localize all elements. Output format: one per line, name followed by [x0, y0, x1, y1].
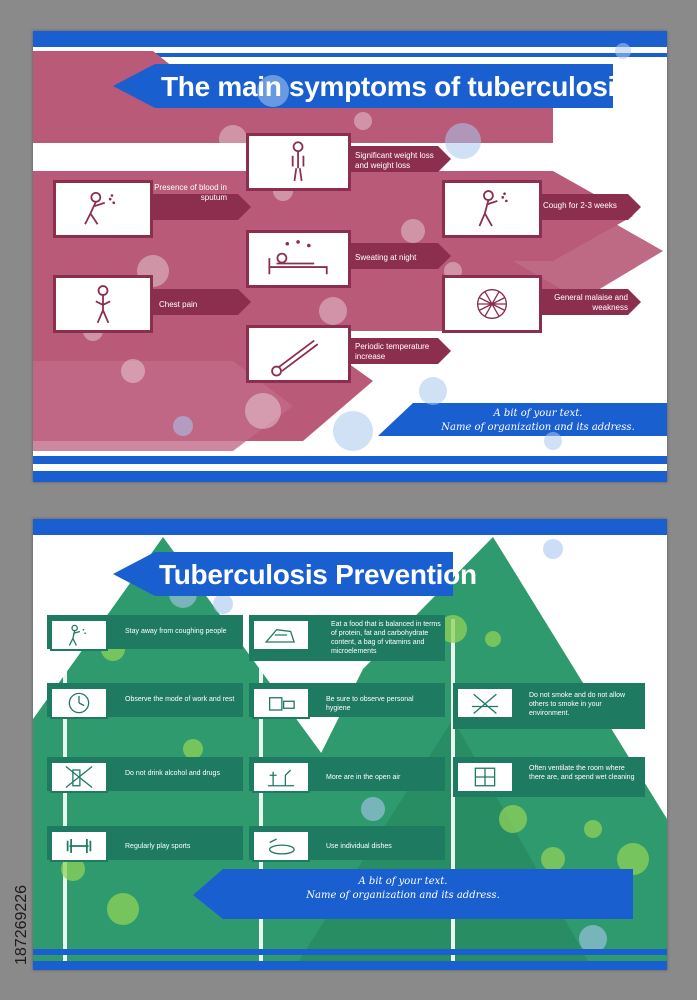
prevention-label-ventilate: Often ventilate the room where there are… — [529, 765, 635, 781]
tangled-ball-icon — [476, 288, 508, 320]
coughing-person-icon — [478, 190, 508, 227]
clock-icon — [68, 692, 90, 714]
thermometer-icon — [271, 339, 319, 377]
symptoms-footer-line1: A bit of your text. — [493, 408, 583, 419]
symptom-label-malaise: General malaise and weakness — [554, 293, 628, 312]
symptom-box-blood — [53, 180, 153, 238]
symptom-box-temp — [246, 325, 351, 383]
prevention-box-dishes — [252, 830, 310, 862]
prevention-poster: Tuberculosis Prevention Stay away from c… — [33, 519, 667, 970]
prevention-footer-line2: Name of organization and its address. — [306, 890, 500, 901]
stock-id-watermark: 187269226 — [13, 885, 30, 965]
prevention-label-alcohol: Do not drink alcohol and drugs — [125, 770, 220, 777]
prevention-box-food — [252, 619, 310, 651]
symptom-box-sweat — [246, 230, 351, 288]
symptom-box-weight — [246, 133, 351, 191]
no-alcohol-icon — [65, 765, 93, 789]
coughing-person-icon — [68, 624, 86, 646]
prevention-label-dishes: Use individual dishes — [326, 843, 392, 850]
no-smoking-icon — [471, 693, 499, 715]
symptom-label-temp: Periodic temperature increase — [355, 342, 430, 361]
prevention-box-hygiene — [252, 687, 310, 719]
sweating-in-bed-icon — [268, 240, 328, 275]
dishes-icon — [268, 838, 295, 855]
prevention-box-away — [50, 619, 108, 651]
symptom-label-sweat: Sweating at night — [355, 253, 417, 262]
dumbbell-icon — [66, 839, 92, 853]
coughing-blood-icon — [84, 191, 116, 225]
prevention-label-food: Eat a food that is balanced in terms of … — [331, 621, 441, 655]
prevention-label-hygiene: Be sure to observe personal hygiene — [326, 696, 414, 712]
prevention-box-air — [252, 761, 310, 793]
symptom-label-cough: Cough for 2-3 weeks — [543, 201, 617, 210]
symptoms-footer: A bit of your text. Name of organization… — [433, 407, 643, 435]
symptom-box-malaise — [442, 275, 542, 333]
prevention-box-sport — [50, 830, 108, 862]
prevention-label-air: More are in the open air — [326, 774, 401, 781]
stock-id-text: 187269226 — [13, 885, 30, 965]
prevention-label-away: Stay away from coughing people — [125, 628, 227, 635]
symptom-box-cough — [442, 180, 542, 238]
symptoms-title: The main symptoms of tuberculosis — [161, 71, 631, 102]
prevention-box-alcohol — [50, 761, 108, 793]
prevention-box-ventilate — [456, 761, 514, 793]
symptom-label-chest: Chest pain — [159, 300, 198, 309]
prevention-label-smoke: Do not smoke and do not allow others to … — [529, 692, 626, 717]
symptoms-footer-line2: Name of organization and its address. — [441, 422, 635, 433]
symptom-label-weight: Significant weight loss and weight loss — [355, 151, 434, 170]
prevention-title: Tuberculosis Prevention — [159, 559, 477, 590]
window-icon — [474, 767, 496, 787]
symptom-box-chest — [53, 275, 153, 333]
prevention-label-mode: Observe the mode of work and rest — [125, 696, 235, 703]
prevention-label-sport: Regularly play sports — [125, 843, 191, 850]
park-icon — [267, 769, 295, 787]
food-icon — [264, 629, 296, 643]
soap-icon — [268, 697, 295, 711]
prevention-footer-line1: A bit of your text. — [358, 876, 448, 887]
symptom-label-blood: Presence of blood in sputum — [154, 183, 227, 202]
symptoms-poster: The main symptoms of tuberculosis Presen… — [33, 31, 667, 482]
prevention-footer: A bit of your text. Name of organization… — [273, 875, 533, 903]
chest-pain-icon — [95, 285, 111, 324]
prevention-box-smoke — [456, 687, 514, 719]
thin-person-icon — [291, 141, 305, 181]
prevention-box-mode — [50, 687, 108, 719]
